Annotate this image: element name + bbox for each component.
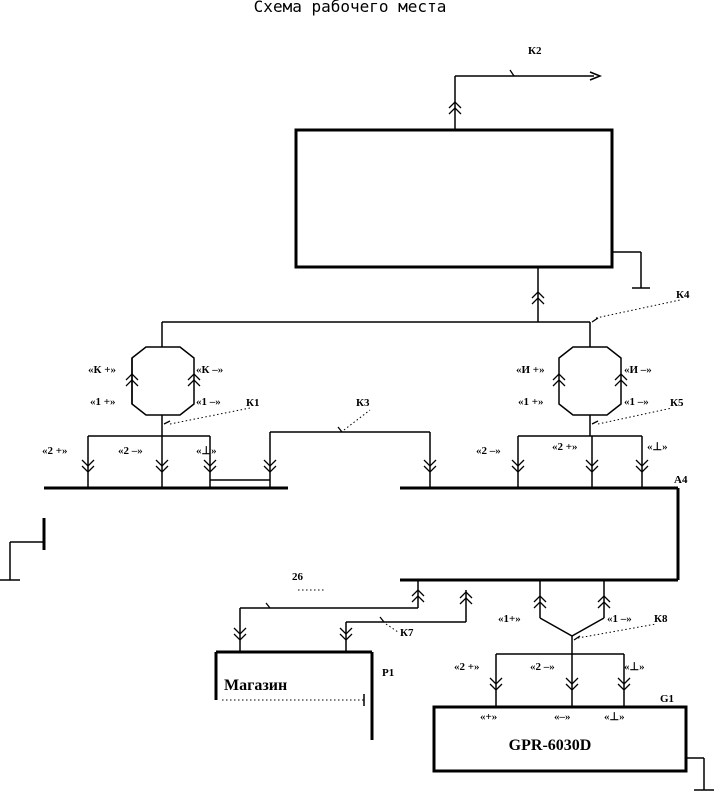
pin-g1-plus: «+» — [480, 711, 497, 723]
label-k5: К5 — [670, 397, 684, 409]
label-k8: К8 — [654, 613, 668, 625]
hidden-mark: 26 — [292, 571, 304, 583]
pin-two-minus-right: «2 –» — [476, 445, 501, 457]
k5-hex-connector — [558, 346, 622, 416]
k4-tick — [591, 317, 599, 323]
label-k7: К7 — [400, 627, 414, 639]
pin-k8-two-plus: «2 +» — [454, 661, 480, 673]
p1-name: Магазин — [224, 677, 287, 694]
k7-leader — [385, 623, 399, 633]
k3-leader — [343, 409, 371, 431]
label-p1: Р1 — [382, 667, 394, 679]
page-title: Схема рабочего места — [254, 0, 447, 16]
g1-name: GPR-6030D — [509, 737, 592, 754]
pin-one-plus-right: «1 +» — [518, 396, 544, 408]
k8-leader — [577, 623, 657, 639]
pin-m-plus: «И +» — [516, 364, 545, 376]
pin-one-plus-left: «1 +» — [90, 396, 116, 408]
g1-power-supply-block — [432, 705, 688, 773]
pin-k-minus: «К –» — [196, 364, 223, 376]
pin-g1-minus: «–» — [554, 711, 571, 723]
k4-leader — [595, 299, 681, 319]
label-k3: К3 — [356, 397, 370, 409]
top-device-block — [294, 128, 614, 269]
pin-k8-gnd: «⊥» — [624, 661, 645, 673]
k7-tick-2 — [379, 616, 385, 623]
pin-two-minus-left: «2 –» — [118, 445, 143, 457]
k8-merge — [539, 617, 605, 637]
label-k4: К4 — [676, 289, 690, 301]
pin-k8-one-minus: «1 –» — [607, 613, 632, 625]
k8-tick — [573, 635, 581, 641]
k1-leader — [169, 407, 251, 425]
pin-gnd-right: «⊥» — [647, 441, 668, 453]
pin-k8-two-minus: «2 –» — [530, 661, 555, 673]
k1-tick — [163, 420, 171, 425]
arrow-right-icon — [589, 71, 603, 81]
k2-tick — [509, 69, 515, 77]
pin-m-minus: «И –» — [624, 364, 652, 376]
k5-leader — [597, 407, 673, 425]
pin-g1-gnd: «⊥» — [604, 711, 625, 723]
pin-two-plus-left: «2 +» — [42, 445, 68, 457]
label-k2: К2 — [528, 45, 542, 57]
pin-k8-one-plus: «1+» — [498, 613, 521, 625]
label-g1: G1 — [660, 693, 674, 705]
label-k1: К1 — [246, 397, 259, 409]
pin-one-minus-left: «1 –» — [196, 396, 221, 408]
pin-k-plus: «К +» — [88, 364, 116, 376]
k1-hex-connector — [131, 346, 195, 416]
pin-one-minus-right: «1 –» — [624, 396, 649, 408]
pin-two-plus-right: «2 +» — [552, 441, 578, 453]
pin-gnd-left: «⊥» — [196, 445, 217, 457]
k7-tick-1 — [265, 602, 271, 609]
k3-tick — [337, 426, 343, 433]
label-a4: А4 — [674, 474, 688, 486]
k5-tick — [591, 420, 599, 425]
